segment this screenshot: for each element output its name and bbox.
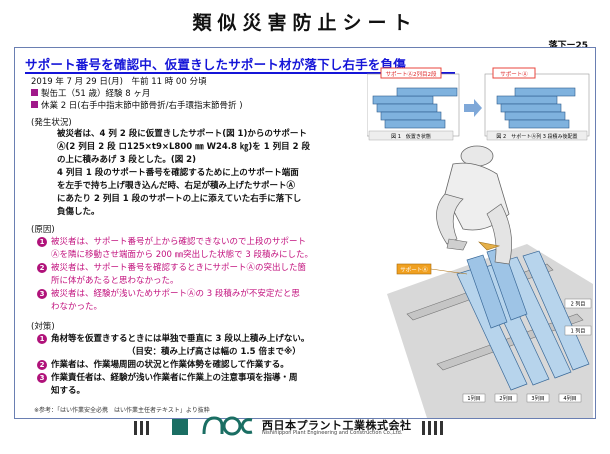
svg-text:1 列目: 1 列目 [571, 328, 586, 335]
svg-text:2 列目: 2 列目 [571, 301, 586, 308]
reference-note: ※参考：「はい作業安全必携 はい作業主任者テキスト」より抜粋 [34, 407, 210, 414]
measure-number: 1 [37, 334, 47, 344]
measure-number: 2 [37, 360, 47, 370]
svg-text:サポートⒶ: サポートⒶ [400, 266, 428, 274]
accident-illustration: サポートⒶ2列目2段 図 1 仮置き状態 サポートⒶ 図 2 サポートⒶ列 3 … [367, 67, 593, 418]
figure-2: サポートⒶ 図 2 サポートⒶ列 3 段積み後配置 [484, 67, 590, 141]
situation-line: 4 列目 1 段のサポート番号を確認するために上のサポート端面 [57, 168, 299, 178]
measure-line: 知する。 [51, 386, 86, 396]
measure-number: 3 [37, 373, 47, 383]
situation-label: (発生状況) [31, 118, 72, 128]
measures-label: (対策) [31, 322, 55, 332]
fig1-caption: 図 1 仮置き状態 [391, 133, 431, 140]
fig1-tag: サポートⒶ2列目2段 [386, 70, 437, 78]
row-labels: 2 列目 1 列目 1列目 2列目 3列目 4列目 [462, 298, 592, 403]
cause-line: 所に体があたると思わなかった。 [51, 276, 179, 286]
bullet-square-icon [31, 89, 38, 96]
svg-text:3列目: 3列目 [531, 395, 544, 402]
causes-label: (原因) [31, 225, 55, 235]
situation-line: 負傷した。 [57, 207, 100, 217]
situation-line: 被災者は、4 列 2 段に仮置きしたサポート(図 1)からのサポート [57, 129, 307, 139]
footer-bars-left [134, 420, 152, 439]
worker-figure [436, 145, 512, 265]
situation-line: Ⓐ(2 列目 2 段 ロ125×t9×L800 ㎜ W24.8 ㎏)を 1 列目… [57, 142, 310, 152]
worker-info: 製缶工（51 歳）経験 8 ヶ月 [41, 89, 151, 99]
incident-meta: 2019 年 7 月 29 日(月) 午前 11 時 00 分頃 製缶工（51 … [31, 76, 243, 112]
fig2-tag: サポートⒶ [500, 70, 528, 78]
sheet-code: 落下ー25 [548, 41, 588, 51]
cause-line: Ⓐを隣に移動させ端面から 200 ㎜突出した状態で 3 段積みにした。 [51, 250, 313, 260]
cause-number: 2 [37, 263, 47, 273]
svg-text:2列目: 2列目 [499, 395, 512, 402]
content-frame: サポート番号を確認中、仮置きしたサポート材が落下し右手を負傷 2019 年 7 … [14, 47, 596, 419]
worker-line: 製缶工（51 歳）経験 8 ヶ月 [31, 88, 243, 100]
fig2-caption: 図 2 サポートⒶ列 3 段積み後配置 [496, 133, 577, 140]
support-a-tag: サポートⒶ [396, 263, 468, 275]
cause-number: 3 [37, 289, 47, 299]
headline: サポート番号を確認中、仮置きしたサポート材が落下し右手を負傷 [25, 57, 407, 72]
footer-bars-right [422, 420, 446, 439]
incident-date: 2019 年 7 月 29 日(月) 午前 11 時 00 分頃 [31, 77, 207, 87]
situation-line: にあたり 2 列目 1 段のサポートの上に添えていた右手に落下し [57, 194, 302, 204]
bullet-square-icon [31, 101, 38, 108]
footer-square [172, 419, 188, 435]
injury-info: 休業 2 日(右手中指末節中節骨折/右手環指末節骨折 ) [41, 101, 243, 111]
npc-logo [202, 416, 253, 436]
cause-line: わなかった。 [51, 302, 103, 312]
headline-underline [25, 72, 455, 74]
measure-line: （目安：積み上げ高さは幅の 1.5 倍まで※） [127, 347, 301, 357]
cause-number: 1 [37, 237, 47, 247]
svg-text:1列目: 1列目 [467, 395, 480, 402]
situation-line: を左手で持ち上げ覗き込んだ時、右足が積み上げたサポートⒶ [57, 181, 296, 191]
company-name-en: Nishinippon Plant Engineering and Constr… [262, 430, 403, 436]
arrow-right-icon [464, 99, 482, 117]
situation-line: の上に積みあげ 3 段とした。(図 2) [57, 155, 196, 165]
support-steel-bars [456, 246, 590, 391]
company-name: 西日本プラント工業株式会社 [262, 419, 412, 432]
page-title: 類似災害防止シート [192, 12, 418, 34]
injury-line: 休業 2 日(右手中指末節中節骨折/右手環指末節骨折 ) [31, 100, 243, 112]
situation-body: 被災者は、4 列 2 段に仮置きしたサポート(図 1)からのサポート Ⓐ(2 列… [57, 128, 310, 219]
figure-1: サポートⒶ2列目2段 図 1 仮置き状態 [367, 67, 460, 141]
svg-text:4列目: 4列目 [563, 395, 576, 402]
